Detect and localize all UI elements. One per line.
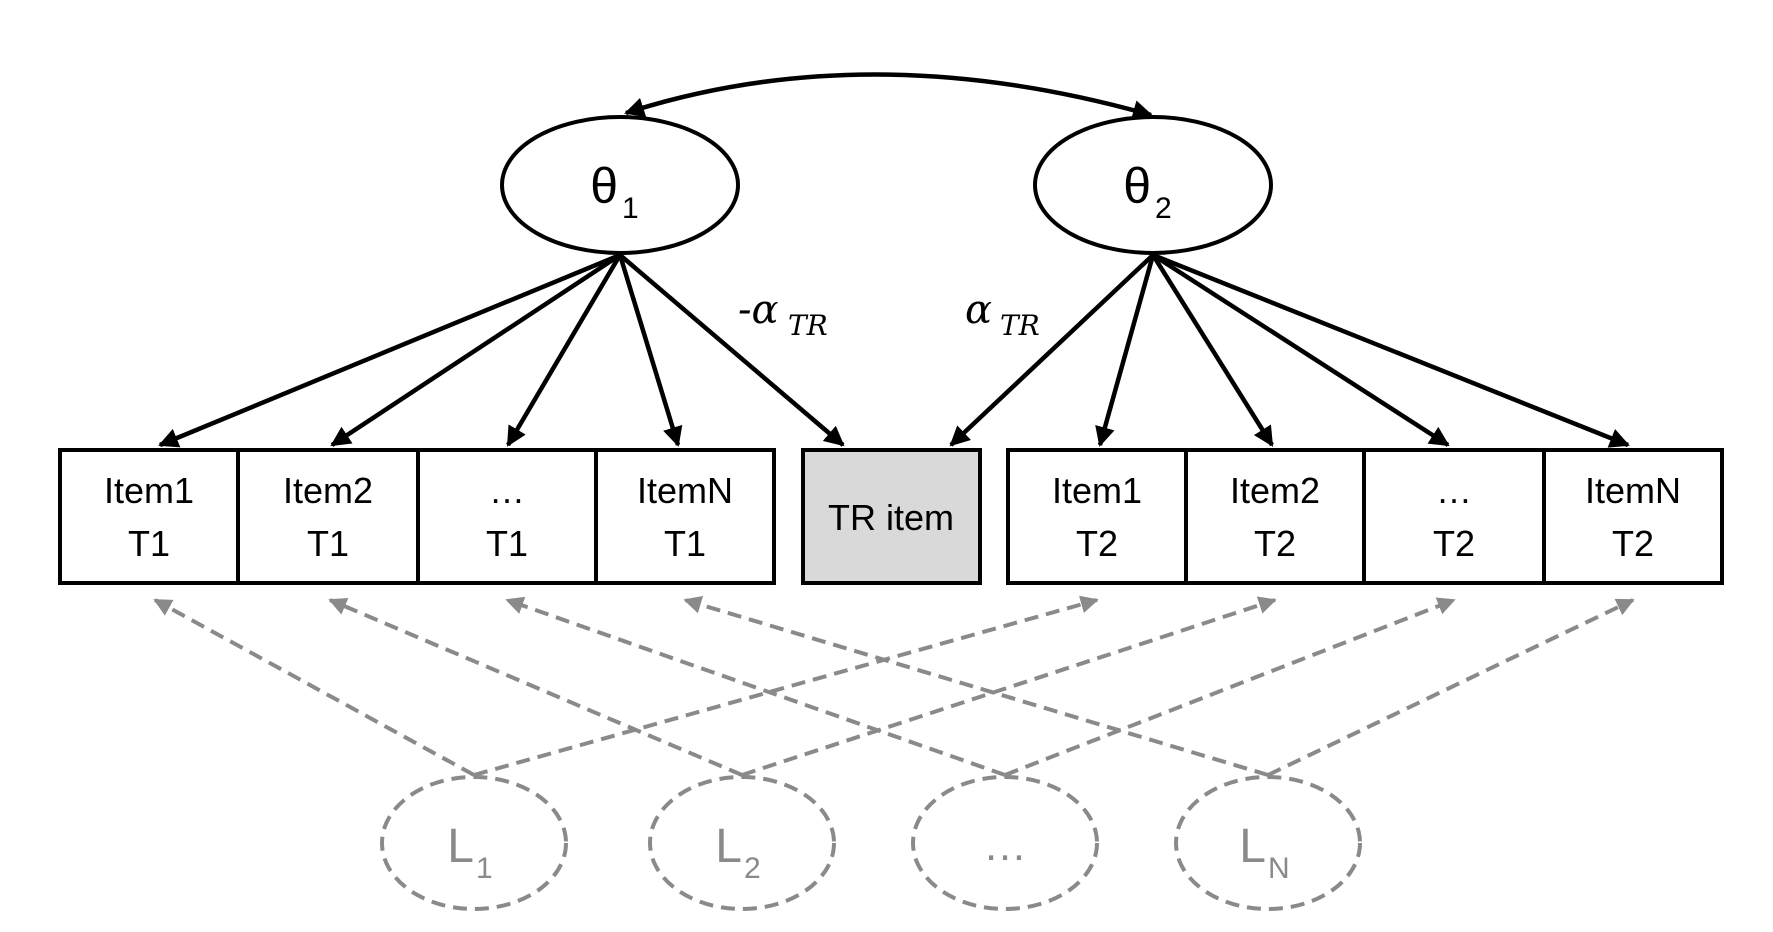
item-line1: ItemN (637, 470, 733, 511)
loading-L2-item2-t1 (328, 598, 743, 777)
alpha-sub: TR (1000, 309, 1040, 342)
loading-L1-item1-t1 (153, 598, 475, 777)
loading-LN-itemN-t2 (1267, 598, 1635, 777)
alpha-main: α (965, 287, 992, 333)
item-line2: T1 (128, 523, 170, 564)
factor-theta2: θ 2 (1033, 115, 1273, 255)
method-factor-sub: 1 (476, 852, 493, 885)
item-box: ItemN T1 (594, 448, 776, 585)
theta2-subscript: 2 (1155, 192, 1172, 225)
loading-theta1-item2 (330, 253, 622, 447)
item-line2: T2 (1254, 523, 1296, 564)
loading-LN-itemN-t1 (683, 596, 1269, 777)
method-factor-ellipse: L 1 (380, 775, 568, 911)
method-factor-ellipse: … (911, 775, 1099, 911)
loading-Ldots-itemdots-t2 (1004, 597, 1456, 777)
item-line2: T2 (1076, 523, 1118, 564)
loading-L1-item1-t2 (473, 595, 1099, 777)
method-factor-main: … (983, 821, 1027, 870)
theta1-symbol: θ (590, 158, 618, 214)
loading-L2-item2-t2 (741, 596, 1277, 777)
items-t2: Item1 T2 Item2 T2 … T2 ItemN T2 (1006, 448, 1724, 585)
method-factor-ellipse: L 2 (648, 775, 836, 911)
alpha-tr-label: α TR (965, 287, 1040, 342)
loading-theta1-itemN (617, 254, 683, 447)
item-box: … T1 (416, 448, 598, 585)
method-factor-loadings (153, 595, 1635, 777)
tr-item-box: TR item (801, 448, 982, 585)
item-box: Item2 T2 (1184, 448, 1366, 585)
item-line2: T1 (307, 523, 349, 564)
method-factor-main: L (1239, 820, 1266, 873)
loading-theta1-itemdots (506, 253, 622, 447)
item-line2: T1 (664, 523, 706, 564)
tr-item-label: TR item (828, 497, 954, 538)
theta2-loadings (949, 252, 1630, 448)
factor-theta1: θ 1 (500, 115, 740, 255)
item-line1: Item1 (104, 470, 194, 511)
neg-alpha-main: -α (738, 287, 779, 333)
theta2-symbol: θ (1123, 158, 1151, 214)
factor-covariance-arrow (624, 72, 1153, 120)
item-box: Item1 T2 (1006, 448, 1188, 585)
item-line1: ItemN (1585, 470, 1681, 511)
item-line2: T2 (1433, 523, 1475, 564)
method-factor-sub: 2 (744, 852, 761, 885)
loading-theta2-itemN (1152, 252, 1630, 448)
item-box: Item2 T1 (236, 448, 420, 585)
items-t1: Item1 T1 Item2 T1 … T1 ItemN T1 (58, 448, 776, 585)
theta1-loadings (158, 252, 845, 448)
loading-theta1-tritem (618, 253, 845, 447)
item-box: Item1 T1 (58, 448, 240, 585)
item-line1: … (489, 470, 525, 511)
loading-theta2-item2 (1151, 253, 1274, 447)
item-line2: T1 (486, 523, 528, 564)
item-line1: Item2 (1230, 470, 1320, 511)
item-line1: Item2 (283, 470, 373, 511)
method-factor-main: L (447, 820, 474, 873)
loading-theta1-item1 (158, 252, 621, 448)
loading-theta2-item1 (1095, 254, 1156, 447)
loading-Ldots-itemdots-t1 (505, 596, 1006, 777)
method-factor-main: L (715, 820, 742, 873)
neg-alpha-tr-label: -α TR (738, 287, 828, 342)
method-factors: L 1 L 2 … L N (380, 775, 1362, 911)
item-box: … T2 (1362, 448, 1546, 585)
item-line1: Item1 (1052, 470, 1142, 511)
item-line2: T2 (1612, 523, 1654, 564)
loading-theta2-tritem (949, 253, 1155, 447)
loading-theta2-itemdots (1151, 253, 1450, 447)
method-factor-ellipse: L N (1174, 775, 1362, 911)
neg-alpha-sub: TR (788, 309, 828, 342)
theta1-subscript: 1 (622, 192, 639, 225)
item-line1: … (1436, 470, 1472, 511)
method-factor-sub: N (1268, 852, 1290, 885)
item-box: ItemN T2 (1542, 448, 1724, 585)
